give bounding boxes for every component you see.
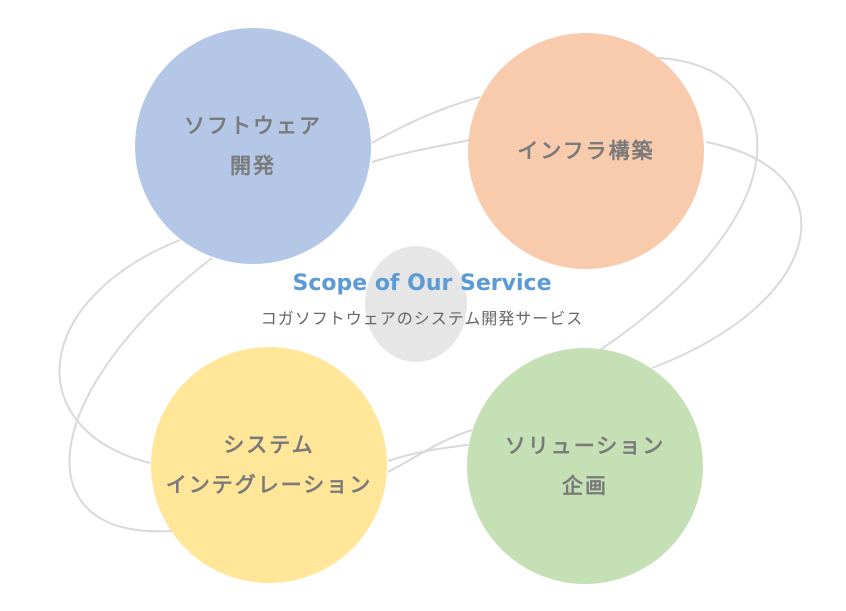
software-label-line2: 開発 — [230, 154, 276, 178]
integration-label-line2: インテグレーション — [166, 473, 373, 497]
connector-curves — [58, 57, 803, 533]
center-title: Scope of Our Service — [292, 271, 551, 296]
connector-left-outer — [58, 239, 181, 464]
connector-right-outer — [599, 57, 759, 351]
connector-top-upper — [371, 96, 481, 144]
node-system-integration — [151, 347, 387, 583]
connector-right-inner — [651, 141, 803, 369]
connector-bottom-upper — [387, 444, 469, 462]
center-subtitle: コガソフトウェアのシステム開発サービス — [261, 309, 584, 328]
infra-label: インフラ構築 — [517, 139, 654, 163]
node-software-development — [135, 28, 371, 264]
connector-bottom-lower — [387, 429, 473, 473]
center-circle — [365, 246, 467, 362]
integration-label-line1: システム — [223, 433, 314, 457]
node-infrastructure — [468, 33, 704, 269]
solution-label-line1: ソリューション — [505, 434, 666, 458]
node-solution-planning — [467, 348, 703, 584]
connector-top-lower — [371, 139, 471, 163]
connector-left-inner — [68, 257, 213, 533]
solution-label-line2: 企画 — [561, 474, 608, 498]
software-label-line1: ソフトウェア — [184, 114, 322, 138]
